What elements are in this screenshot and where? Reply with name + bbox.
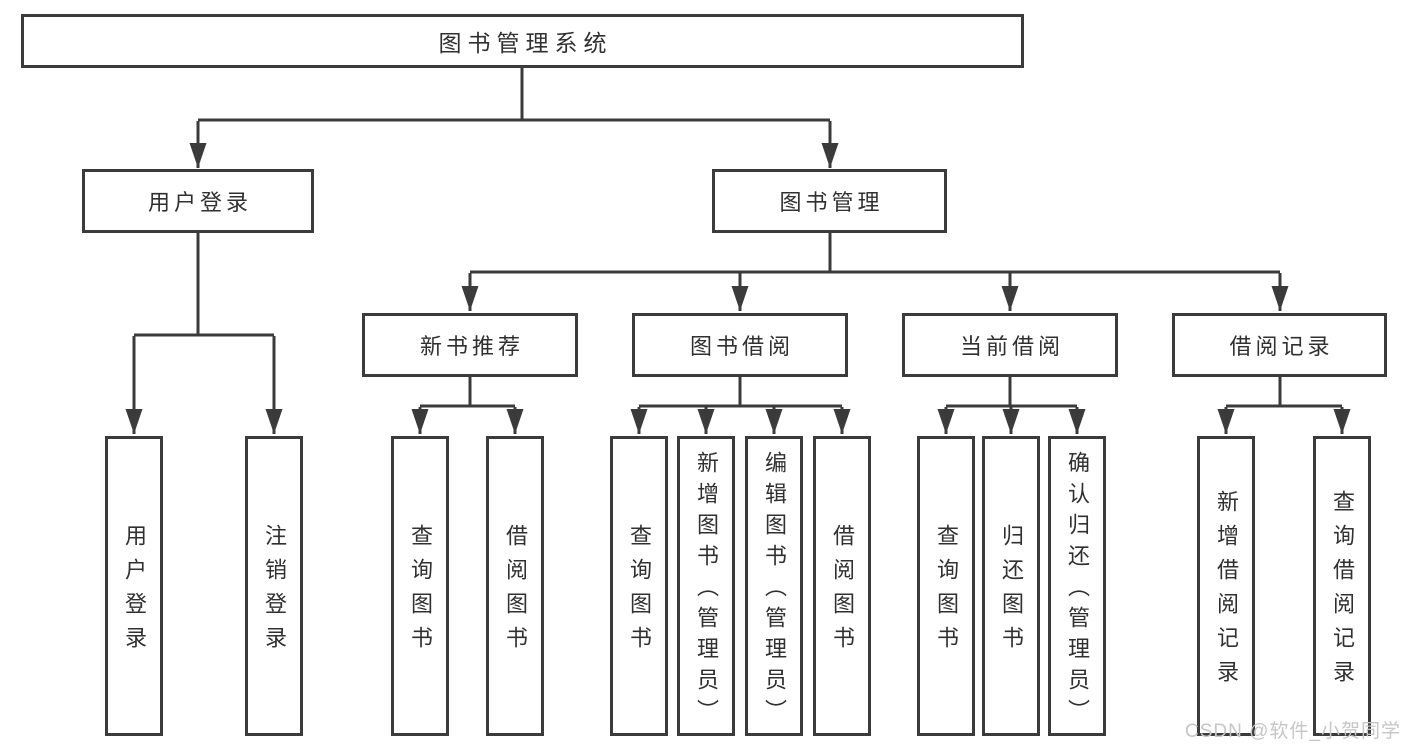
node-leaf-add-borrow-record-label: 新增借阅记录 bbox=[1214, 490, 1239, 694]
tree-connector-paths bbox=[125, 68, 1351, 434]
node-leaf-user-login-label: 用户登录 bbox=[122, 524, 147, 660]
node-leaf-return-books: 归还图书 bbox=[982, 436, 1040, 736]
node-book-borrow-label: 图书借阅 bbox=[689, 334, 794, 359]
node-current-borrow: 当前借阅 bbox=[902, 313, 1118, 377]
node-user-login-group: 用户登录 bbox=[82, 169, 314, 233]
node-leaf-add-books-admin-label: 新增图书（管理员） bbox=[694, 451, 719, 730]
node-leaf-edit-books-admin-label: 编辑图书（管理员） bbox=[762, 451, 787, 730]
node-leaf-query-books-2-label: 查询图书 bbox=[627, 524, 652, 660]
node-leaf-query-books-3-label: 查询图书 bbox=[934, 524, 959, 660]
node-new-book-recommend-label: 新书推荐 bbox=[419, 334, 524, 359]
node-leaf-logout: 注销登录 bbox=[245, 436, 303, 736]
node-leaf-query-books-1: 查询图书 bbox=[391, 436, 449, 736]
node-leaf-borrow-books-2-label: 借阅图书 bbox=[830, 524, 855, 660]
node-user-login-group-label: 用户登录 bbox=[147, 190, 252, 215]
node-new-book-recommend: 新书推荐 bbox=[362, 313, 578, 377]
node-leaf-query-borrow-record: 查询借阅记录 bbox=[1313, 436, 1371, 736]
node-leaf-query-borrow-record-label: 查询借阅记录 bbox=[1330, 490, 1355, 694]
node-leaf-query-books-3: 查询图书 bbox=[917, 436, 975, 736]
node-book-management-label: 图书管理 bbox=[779, 190, 884, 215]
node-leaf-query-books-2: 查询图书 bbox=[610, 436, 668, 736]
csdn-watermark: CSDN @软件_小贺同学 bbox=[1185, 721, 1401, 742]
node-current-borrow-label: 当前借阅 bbox=[959, 334, 1064, 359]
node-borrow-record-label: 借阅记录 bbox=[1229, 334, 1334, 359]
node-book-borrow: 图书借阅 bbox=[632, 313, 848, 377]
node-library-management-system-label: 图书管理系统 bbox=[438, 30, 613, 56]
node-borrow-record: 借阅记录 bbox=[1172, 313, 1387, 377]
node-leaf-borrow-books-1: 借阅图书 bbox=[486, 436, 544, 736]
node-leaf-confirm-return-admin: 确认归还（管理员） bbox=[1048, 436, 1106, 736]
node-leaf-user-login: 用户登录 bbox=[105, 436, 163, 736]
node-leaf-return-books-label: 归还图书 bbox=[999, 524, 1024, 660]
node-book-management: 图书管理 bbox=[712, 169, 947, 233]
node-leaf-logout-label: 注销登录 bbox=[262, 524, 287, 660]
node-leaf-borrow-books-1-label: 借阅图书 bbox=[503, 524, 528, 660]
node-leaf-edit-books-admin: 编辑图书（管理员） bbox=[745, 436, 803, 736]
node-leaf-confirm-return-admin-label: 确认归还（管理员） bbox=[1065, 451, 1090, 730]
node-library-management-system: 图书管理系统 bbox=[21, 14, 1024, 68]
node-leaf-query-books-1-label: 查询图书 bbox=[408, 524, 433, 660]
node-leaf-borrow-books-2: 借阅图书 bbox=[813, 436, 871, 736]
node-leaf-add-books-admin: 新增图书（管理员） bbox=[677, 436, 735, 736]
node-leaf-add-borrow-record: 新增借阅记录 bbox=[1197, 436, 1255, 736]
